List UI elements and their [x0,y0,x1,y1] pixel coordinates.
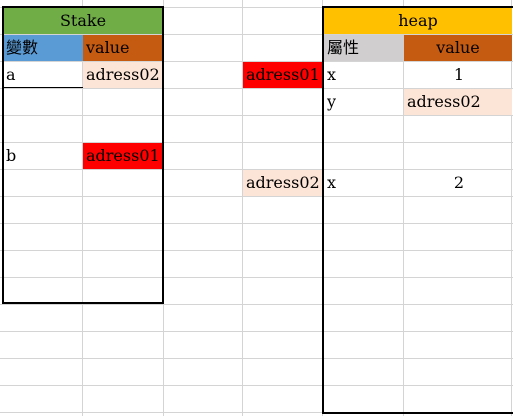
stack-row-a-value[interactable]: adress02 [83,62,163,88]
grid-row-line [0,385,513,386]
row-a-underline [3,87,83,88]
heap-row-x2-value[interactable]: 2 [453,173,464,192]
grid-column-line [242,0,243,416]
address-label-adress01[interactable]: adress01 [243,62,323,88]
grid-row-line [0,34,513,35]
heap-row-y-name[interactable]: y [327,92,337,111]
grid-row-line [0,358,513,359]
stack-header-value[interactable]: value [83,35,163,61]
heap-table-border [322,6,513,414]
grid-row-line [0,61,513,62]
stack-row-b-value[interactable]: adress01 [83,143,163,169]
heap-row-x-name[interactable]: x [327,65,337,84]
grid-row-line [0,331,513,332]
heap-header-value[interactable]: value [404,35,512,61]
stack-header-variable[interactable]: 變數 [3,35,83,61]
grid-row-line [0,304,513,305]
grid-row-line [0,196,513,197]
address-label-adress02[interactable]: adress02 [243,170,323,196]
stack-title-cell[interactable]: Stake [3,8,163,34]
grid-row-line [0,412,513,413]
grid-row-line [0,7,513,8]
stack-row-a-name[interactable]: a [6,65,16,84]
heap-row-y-value[interactable]: adress02 [404,89,512,115]
grid-row-line [0,142,513,143]
heap-row-x2-name[interactable]: x [327,173,337,192]
grid-row-line [0,169,513,170]
grid-row-line [0,277,513,278]
grid-row-line [0,115,513,116]
stack-table-border [2,6,164,304]
heap-row-x-value[interactable]: 1 [453,65,464,84]
grid-column-line [82,0,83,416]
grid-row-line [0,88,513,89]
heap-title-cell[interactable]: heap [324,8,512,34]
heap-header-property[interactable]: 屬性 [324,35,404,61]
grid-row-line [0,250,513,251]
stack-row-b-name[interactable]: b [6,146,17,165]
grid-row-line [0,223,513,224]
grid-column-line [403,0,404,416]
grid-column-line [511,0,512,416]
